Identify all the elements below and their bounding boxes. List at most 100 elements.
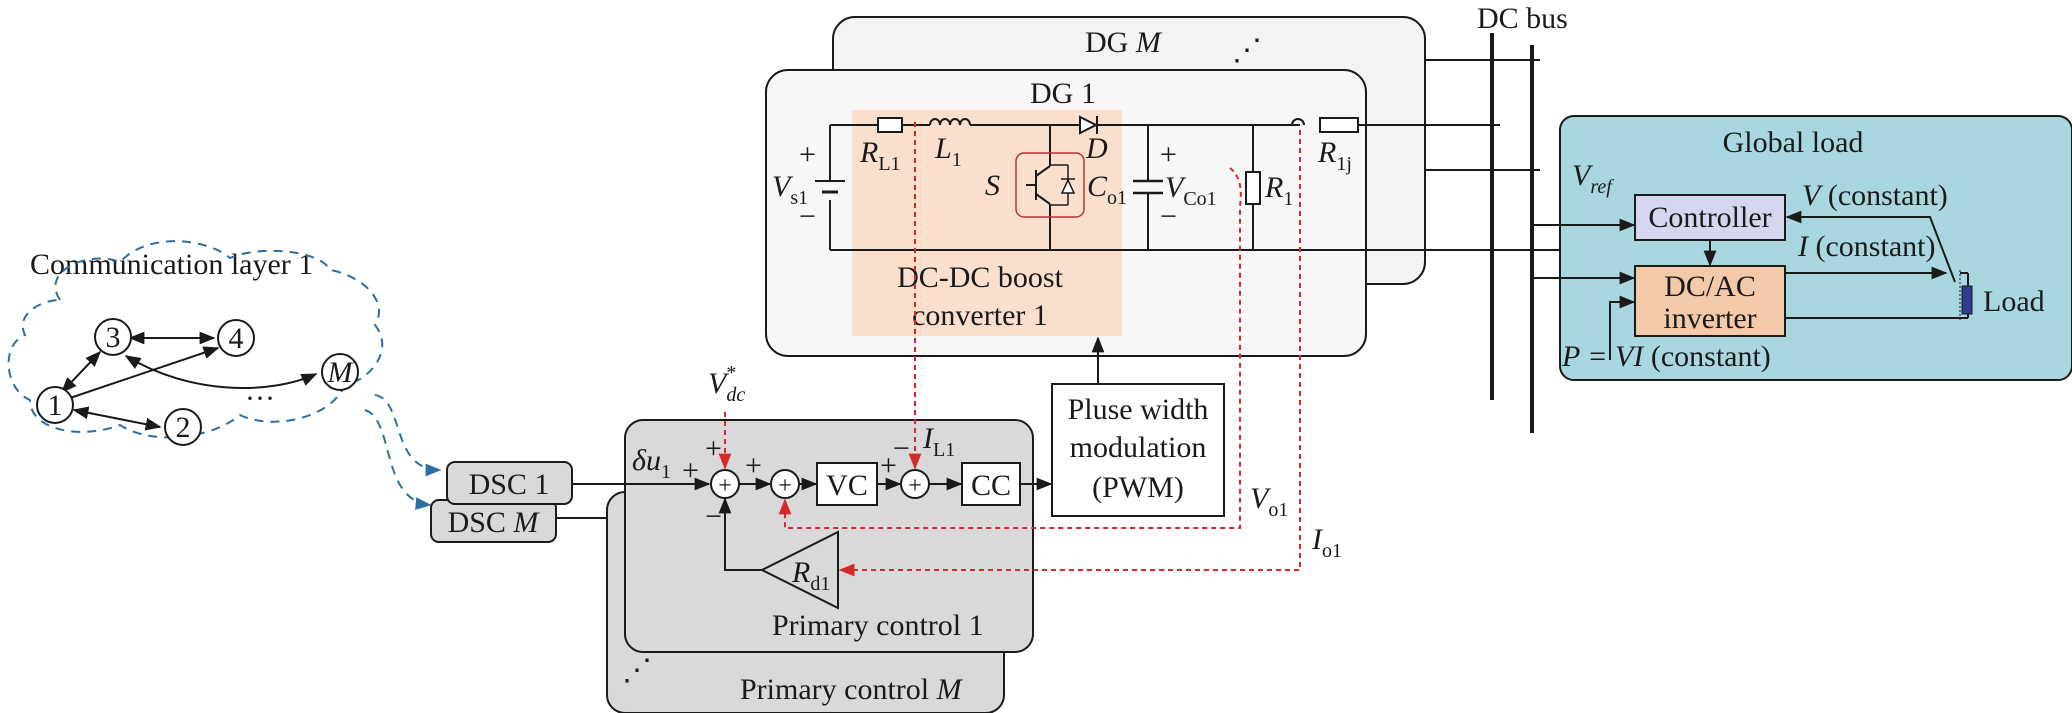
- svg-text:3: 3: [106, 321, 121, 354]
- svg-text:4: 4: [229, 322, 244, 355]
- vc-label: VC: [826, 469, 868, 502]
- droop-feedback: [718, 497, 762, 571]
- load-label: Load: [1983, 285, 2045, 318]
- cc-block: [961, 462, 1021, 506]
- node-3: 3: [94, 318, 132, 356]
- rl1-label: RL1: [859, 136, 901, 175]
- vo1-label: Vo1: [1250, 482, 1288, 521]
- svg-text:+: +: [718, 473, 732, 499]
- svg-text:1: 1: [48, 389, 63, 422]
- inverter-label-2: inverter: [1663, 302, 1756, 335]
- vco-plus: +: [1160, 138, 1177, 171]
- node-4: 4: [217, 319, 255, 357]
- sign-plus-2: +: [745, 449, 762, 482]
- dg-1-title: DG 1: [1030, 77, 1096, 110]
- load-element: [1961, 285, 1973, 315]
- du-label: δu1: [632, 444, 671, 483]
- global-load-title: Global load: [1723, 126, 1864, 159]
- p-constant-label: P = VI (constant): [1561, 340, 1771, 373]
- svg-text:2: 2: [176, 411, 191, 444]
- v-constant-label: V (constant): [1802, 179, 1948, 212]
- resistor-r1j: [1319, 117, 1359, 133]
- v-feedback: [1785, 210, 1956, 283]
- io1-label: Io1: [1311, 523, 1342, 562]
- dsc-m-block: DSC M: [430, 499, 557, 543]
- converter-title-2: converter 1: [912, 299, 1048, 332]
- sign-plus-3: +: [880, 449, 897, 482]
- dsc-1-label: DSC 1: [469, 468, 550, 501]
- edge-1-3: [60, 350, 102, 394]
- r1j-label: R1j: [1317, 136, 1352, 175]
- communication-layer: Communication layer 1 1 2 3 4 M: [7, 240, 442, 510]
- sign-minus-droop: −: [705, 500, 722, 533]
- primary-control-1-title: Primary control 1: [772, 609, 984, 642]
- svg-text:+: +: [908, 473, 922, 499]
- primary-dots: ⋰: [622, 654, 652, 687]
- vc-block: [816, 462, 878, 506]
- dsc-m-label: DSC M: [448, 506, 541, 539]
- rd1-label: Rd1: [791, 556, 830, 595]
- capacitor-co1: [1133, 179, 1163, 195]
- dc-source-battery: [815, 180, 845, 194]
- il1-label: IL1: [922, 422, 955, 461]
- primary-control-m-title: Primary control M: [740, 673, 964, 706]
- svg-text:M: M: [327, 356, 355, 389]
- switch-label: S: [985, 169, 1000, 202]
- cc-label: CC: [971, 469, 1011, 502]
- pwm-line-3: (PWM): [1092, 471, 1184, 504]
- dc-bus: DC bus: [1477, 2, 1568, 433]
- vs-minus: −: [799, 200, 816, 233]
- l1-label: L1: [934, 132, 962, 171]
- vs-label: Vs1: [772, 170, 808, 209]
- sum-junction-1: +: [710, 469, 740, 499]
- dg-m-title: DG M: [1085, 26, 1163, 59]
- node-M: M: [321, 353, 359, 391]
- diode-label: D: [1085, 132, 1108, 165]
- vco1-label: VCo1: [1165, 171, 1217, 210]
- droop-gain-rd1: [759, 530, 839, 610]
- sign-plus-du: +: [682, 454, 699, 487]
- measurement-signals: Vo1 Io1: [718, 122, 1342, 577]
- edge-1-2: [72, 406, 162, 431]
- node-2: 2: [164, 408, 202, 446]
- p-constant-arrow: [1609, 295, 1636, 360]
- svg-text:+: +: [778, 473, 792, 499]
- edge-3-M: [124, 355, 318, 389]
- dc-bus-label: DC bus: [1477, 2, 1568, 35]
- pwm-block: Pluse width modulation (PWM): [1051, 383, 1225, 517]
- vref-label: Vref: [1572, 159, 1614, 198]
- controller-label: Controller: [1648, 201, 1771, 234]
- vo1-signal: [778, 167, 1242, 529]
- vs-plus: +: [799, 138, 816, 171]
- sum-junction-2: +: [770, 469, 800, 499]
- r1-label: R1: [1264, 171, 1293, 210]
- node-1: 1: [36, 386, 74, 424]
- global-load-panel: Global load Controller DC/AC inverter Vr…: [1532, 115, 2072, 381]
- pwm-line-2: modulation: [1070, 431, 1207, 464]
- vdc-ref-label: V*dc: [708, 362, 745, 406]
- diode-d: [1079, 115, 1099, 135]
- switch-igbt: [1015, 152, 1085, 218]
- boost-circuit: + − Vs1 RL1 L1 D: [772, 115, 1565, 251]
- dc-dc-converter-area: [852, 110, 1122, 336]
- resistor-rl1: [877, 117, 903, 133]
- sum-junction-3: +: [900, 469, 930, 499]
- comm-layer-title: Communication layer 1: [30, 248, 313, 281]
- comm-ellipsis: ···: [245, 382, 275, 415]
- current-sensor: [1291, 118, 1305, 126]
- dg-m-dots: ⋰: [1232, 34, 1262, 67]
- controller-box: [1634, 194, 1786, 241]
- sign-minus-il: −: [893, 432, 910, 465]
- inductor-l1: [929, 118, 971, 126]
- dsc-1-block: DSC 1: [446, 461, 573, 505]
- converter-title-1: DC-DC boost: [897, 261, 1064, 294]
- pwm-line-1: Pluse width: [1068, 393, 1209, 426]
- edge-1-4: [69, 346, 220, 399]
- inverter-box: [1634, 265, 1786, 337]
- primary-control-loop: + + + VC CC Rd1 + + − + + − δu1 V*dc IL1: [632, 362, 1053, 610]
- inverter-label-1: DC/AC: [1664, 270, 1756, 303]
- i-constant-label: I (constant): [1797, 230, 1935, 263]
- io1-signal: [838, 130, 1301, 577]
- resistor-r1: [1245, 171, 1261, 205]
